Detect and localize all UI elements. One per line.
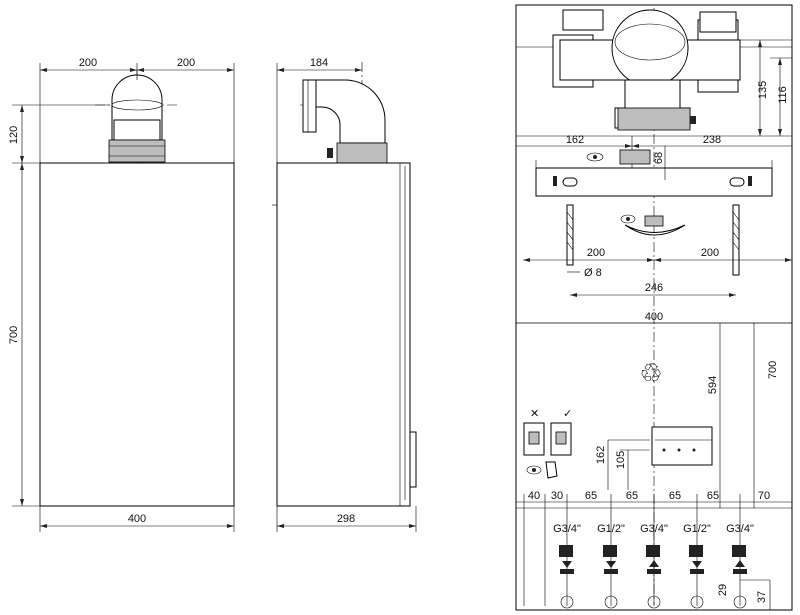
spacing-label: 65: [626, 490, 638, 502]
dim-side-depth: 298: [337, 513, 355, 525]
dim-594: 594: [707, 376, 719, 394]
dim-238: 238: [703, 134, 721, 146]
dim-105: 105: [615, 451, 627, 469]
spacing-label: 65: [669, 490, 681, 502]
dim-200-left: 200: [587, 247, 605, 259]
packaging-icons: ✕ ✓: [523, 408, 572, 479]
pipe-outlet: [560, 595, 574, 609]
connection-symbol-icon: [646, 545, 660, 557]
flue-fitting-outline: [552, 9, 741, 131]
connection-label: G3/4": [726, 523, 754, 535]
dim-162-top: 162: [566, 134, 584, 146]
dim-side-flue-offset: 184: [310, 57, 328, 69]
connection-symbol-icon: [559, 545, 573, 557]
flow-down-arrow-icon: [604, 561, 618, 574]
connection-label: G3/4": [553, 523, 581, 535]
spacing-label: 65: [707, 490, 719, 502]
mounting-template: 135 116 162 238 68: [515, 4, 793, 611]
connection-label: G1/2": [683, 523, 711, 535]
wrong-mark-icon: ✕: [530, 408, 539, 420]
dim-front-flue-height: 120: [8, 126, 20, 144]
pipe-outlet: [733, 595, 747, 609]
pipe-outlet: [604, 595, 618, 609]
flow-down-arrow-icon: [560, 561, 574, 574]
mounting-bracket: [535, 149, 773, 197]
boiler-body-side: [276, 162, 411, 507]
dim-29: 29: [717, 584, 729, 596]
dim-116: 116: [777, 86, 789, 104]
connection-symbol-icon: [689, 545, 703, 557]
flow-down-arrow-icon: [690, 561, 704, 574]
template-plate: [651, 426, 713, 466]
spacing-label: 30: [551, 490, 563, 502]
dim-700: 700: [767, 361, 779, 379]
dim-400: 400: [645, 311, 663, 323]
dim-front-body-height: 700: [8, 326, 20, 344]
dim-front-right-200: 200: [177, 57, 195, 69]
flow-up-arrow-icon: [733, 560, 747, 574]
dim-162-side: 162: [595, 446, 607, 464]
flow-up-arrow-icon: [647, 560, 661, 574]
spacing-label: 70: [758, 490, 770, 502]
dim-200-right: 200: [701, 247, 719, 259]
dim-37: 37: [756, 591, 768, 603]
connection-symbol-icon: [732, 545, 746, 557]
flue-collar-side: [336, 142, 388, 166]
pipe-outlet: [647, 595, 661, 609]
check-mark-icon: ✓: [563, 408, 572, 420]
boiler-body-front: [39, 162, 235, 507]
dim-246: 246: [645, 282, 663, 294]
pipe-outlet: [690, 595, 704, 609]
template-frame: [515, 4, 793, 611]
connection-label: G1/2": [597, 523, 625, 535]
dim-front-width: 400: [128, 513, 146, 525]
flue-elbow-side: [304, 79, 386, 144]
spirit-level: [624, 224, 686, 236]
dim-dia-8: Ø 8: [584, 267, 602, 279]
connection-symbol-icon: [603, 545, 617, 557]
side-view: 184 298: [272, 57, 417, 532]
dim-front-left-200: 200: [79, 57, 97, 69]
spacing-label: 40: [528, 490, 540, 502]
recycle-icon: ♲: [639, 359, 662, 389]
front-view: 200 200 120 700 400: [8, 57, 235, 532]
dim-135: 135: [757, 81, 769, 99]
connection-label: G3/4": [640, 523, 668, 535]
dim-68: 68: [653, 152, 665, 164]
drill-bits: [566, 204, 740, 276]
flue-collar: [108, 139, 166, 163]
spacing-label: 65: [585, 490, 597, 502]
